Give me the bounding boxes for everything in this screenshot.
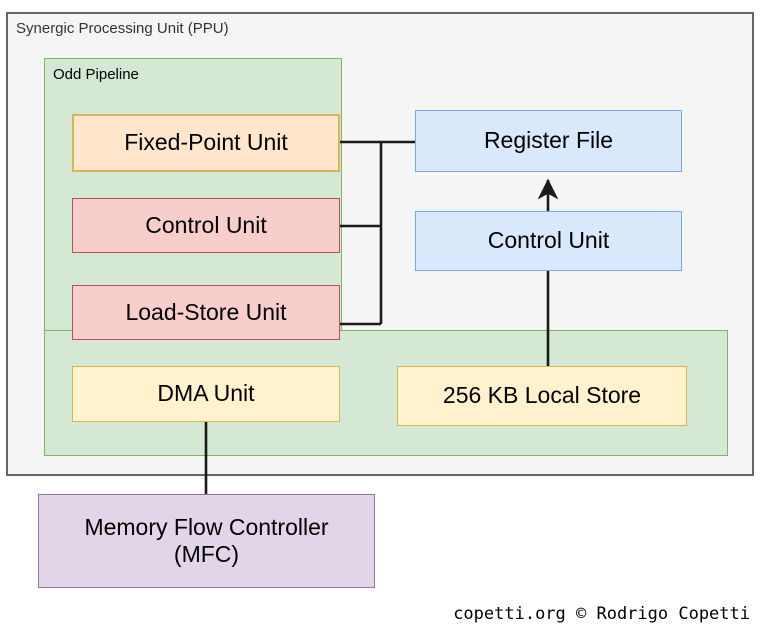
container-ppu-label: Synergic Processing Unit (PPU) [16, 20, 229, 37]
node-dma-unit[interactable]: DMA Unit [72, 366, 340, 422]
node-mfc-label-line2: (MFC) [173, 541, 240, 567]
container-odd-pipeline-label: Odd Pipeline [53, 66, 139, 83]
node-dma-unit-label: DMA Unit [157, 380, 255, 407]
node-local-store[interactable]: 256 KB Local Store [397, 366, 687, 426]
footer-credit: copetti.org © Rodrigo Copetti [453, 604, 750, 624]
node-control-unit-right-label: Control Unit [487, 227, 610, 254]
node-local-store-label: 256 KB Local Store [442, 382, 642, 409]
node-control-unit-left-label: Control Unit [145, 211, 267, 238]
node-mfc-label-line1: Memory Flow Controller [84, 513, 329, 540]
node-memory-flow-controller[interactable]: Memory Flow Controller (MFC) [38, 494, 375, 588]
node-fixed-point-unit[interactable]: Fixed-Point Unit [72, 114, 340, 172]
node-control-unit-right[interactable]: Control Unit [415, 211, 682, 271]
node-load-store-unit-label: Load-Store Unit [125, 298, 287, 325]
node-load-store-unit[interactable]: Load-Store Unit [72, 285, 340, 340]
node-fixed-point-unit-label: Fixed-Point Unit [124, 129, 288, 156]
node-memory-flow-controller-label: Memory Flow Controller (MFC) [84, 514, 328, 568]
node-register-file[interactable]: Register File [415, 110, 682, 172]
node-register-file-label: Register File [483, 127, 614, 154]
node-control-unit-left[interactable]: Control Unit [72, 198, 340, 253]
